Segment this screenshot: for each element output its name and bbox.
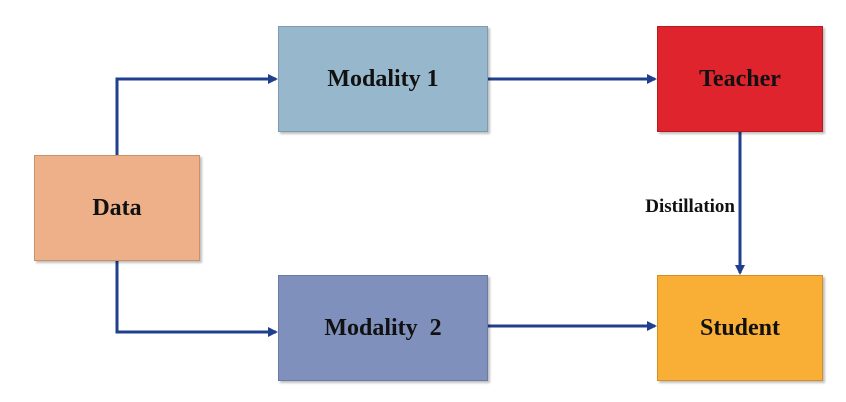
distillation-label: Distillation <box>645 196 735 217</box>
node-modality-1-label: Modality 1 <box>327 65 439 92</box>
node-student: Student <box>657 275 823 381</box>
node-student-label: Student <box>699 314 781 341</box>
node-teacher-label: Teacher <box>699 65 781 92</box>
arrow-data-to-modality1 <box>115 74 278 155</box>
node-data-label: Data <box>92 194 142 221</box>
arrow-data-to-modality2 <box>115 261 278 337</box>
node-modality-2-label: Modality 2 <box>324 314 442 341</box>
node-data: Data <box>34 155 200 261</box>
node-modality-1: Modality 1 <box>278 26 488 132</box>
node-modality-2: Modality 2 <box>278 275 488 381</box>
node-teacher: Teacher <box>657 26 823 132</box>
